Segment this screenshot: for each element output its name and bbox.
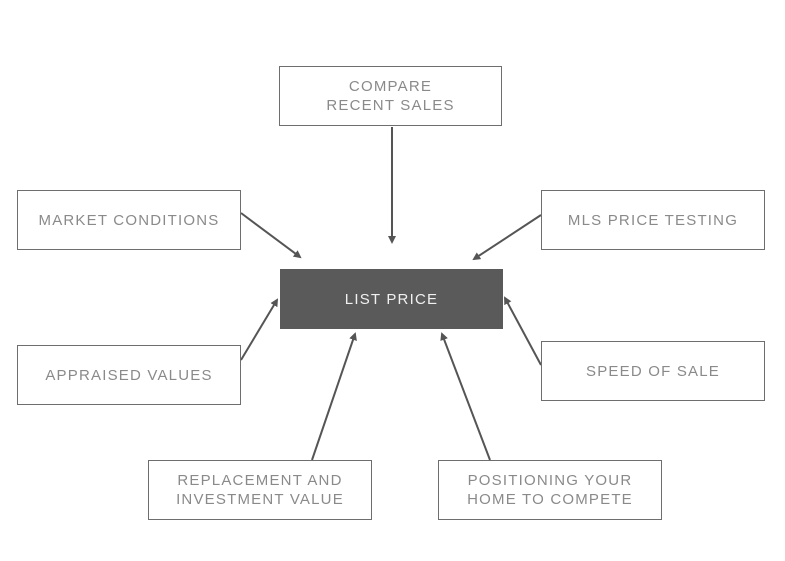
compare-line-1: COMPARE [348,78,433,95]
speed-line-1: SPEED OF SALE [586,362,720,380]
arrow-replacement-to-list-price [311,332,357,461]
replacement-line-1: REPLACEMENT AND [177,472,343,489]
list-price-label: LIST PRICE [344,290,439,308]
arrow-positioning-to-list-price [440,332,491,461]
market-line-1: MARKET CONDITIONS [38,211,220,229]
speed-of-sale-box: SPEED OF SALE [541,341,765,401]
arrow-mls-to-list-price [472,214,542,261]
appraised-values-box: APPRAISED VALUES [17,345,241,405]
mls-price-testing-box: MLS PRICE TESTING [541,190,765,250]
appraised-line-1: APPRAISED VALUES [45,366,213,384]
replacement-investment-value-box: REPLACEMENT AND INVESTMENT VALUE [148,460,372,520]
mls-line-1: MLS PRICE TESTING [567,211,739,229]
positioning-line-2: HOME TO COMPETE [467,491,633,508]
arrow-appraised-to-list-price [240,298,279,361]
compare-recent-sales-box: COMPARE RECENT SALES [279,66,502,126]
replacement-line-2: INVESTMENT VALUE [176,491,344,508]
market-conditions-box: MARKET CONDITIONS [17,190,241,250]
list-price-box: LIST PRICE [280,269,503,329]
positioning-line-1: POSITIONING YOUR [467,472,633,489]
positioning-home-box: POSITIONING YOUR HOME TO COMPETE [438,460,662,520]
compare-line-2: RECENT SALES [326,97,455,114]
arrow-speed-to-list-price [504,296,542,366]
arrow-market-to-list-price [240,212,302,259]
